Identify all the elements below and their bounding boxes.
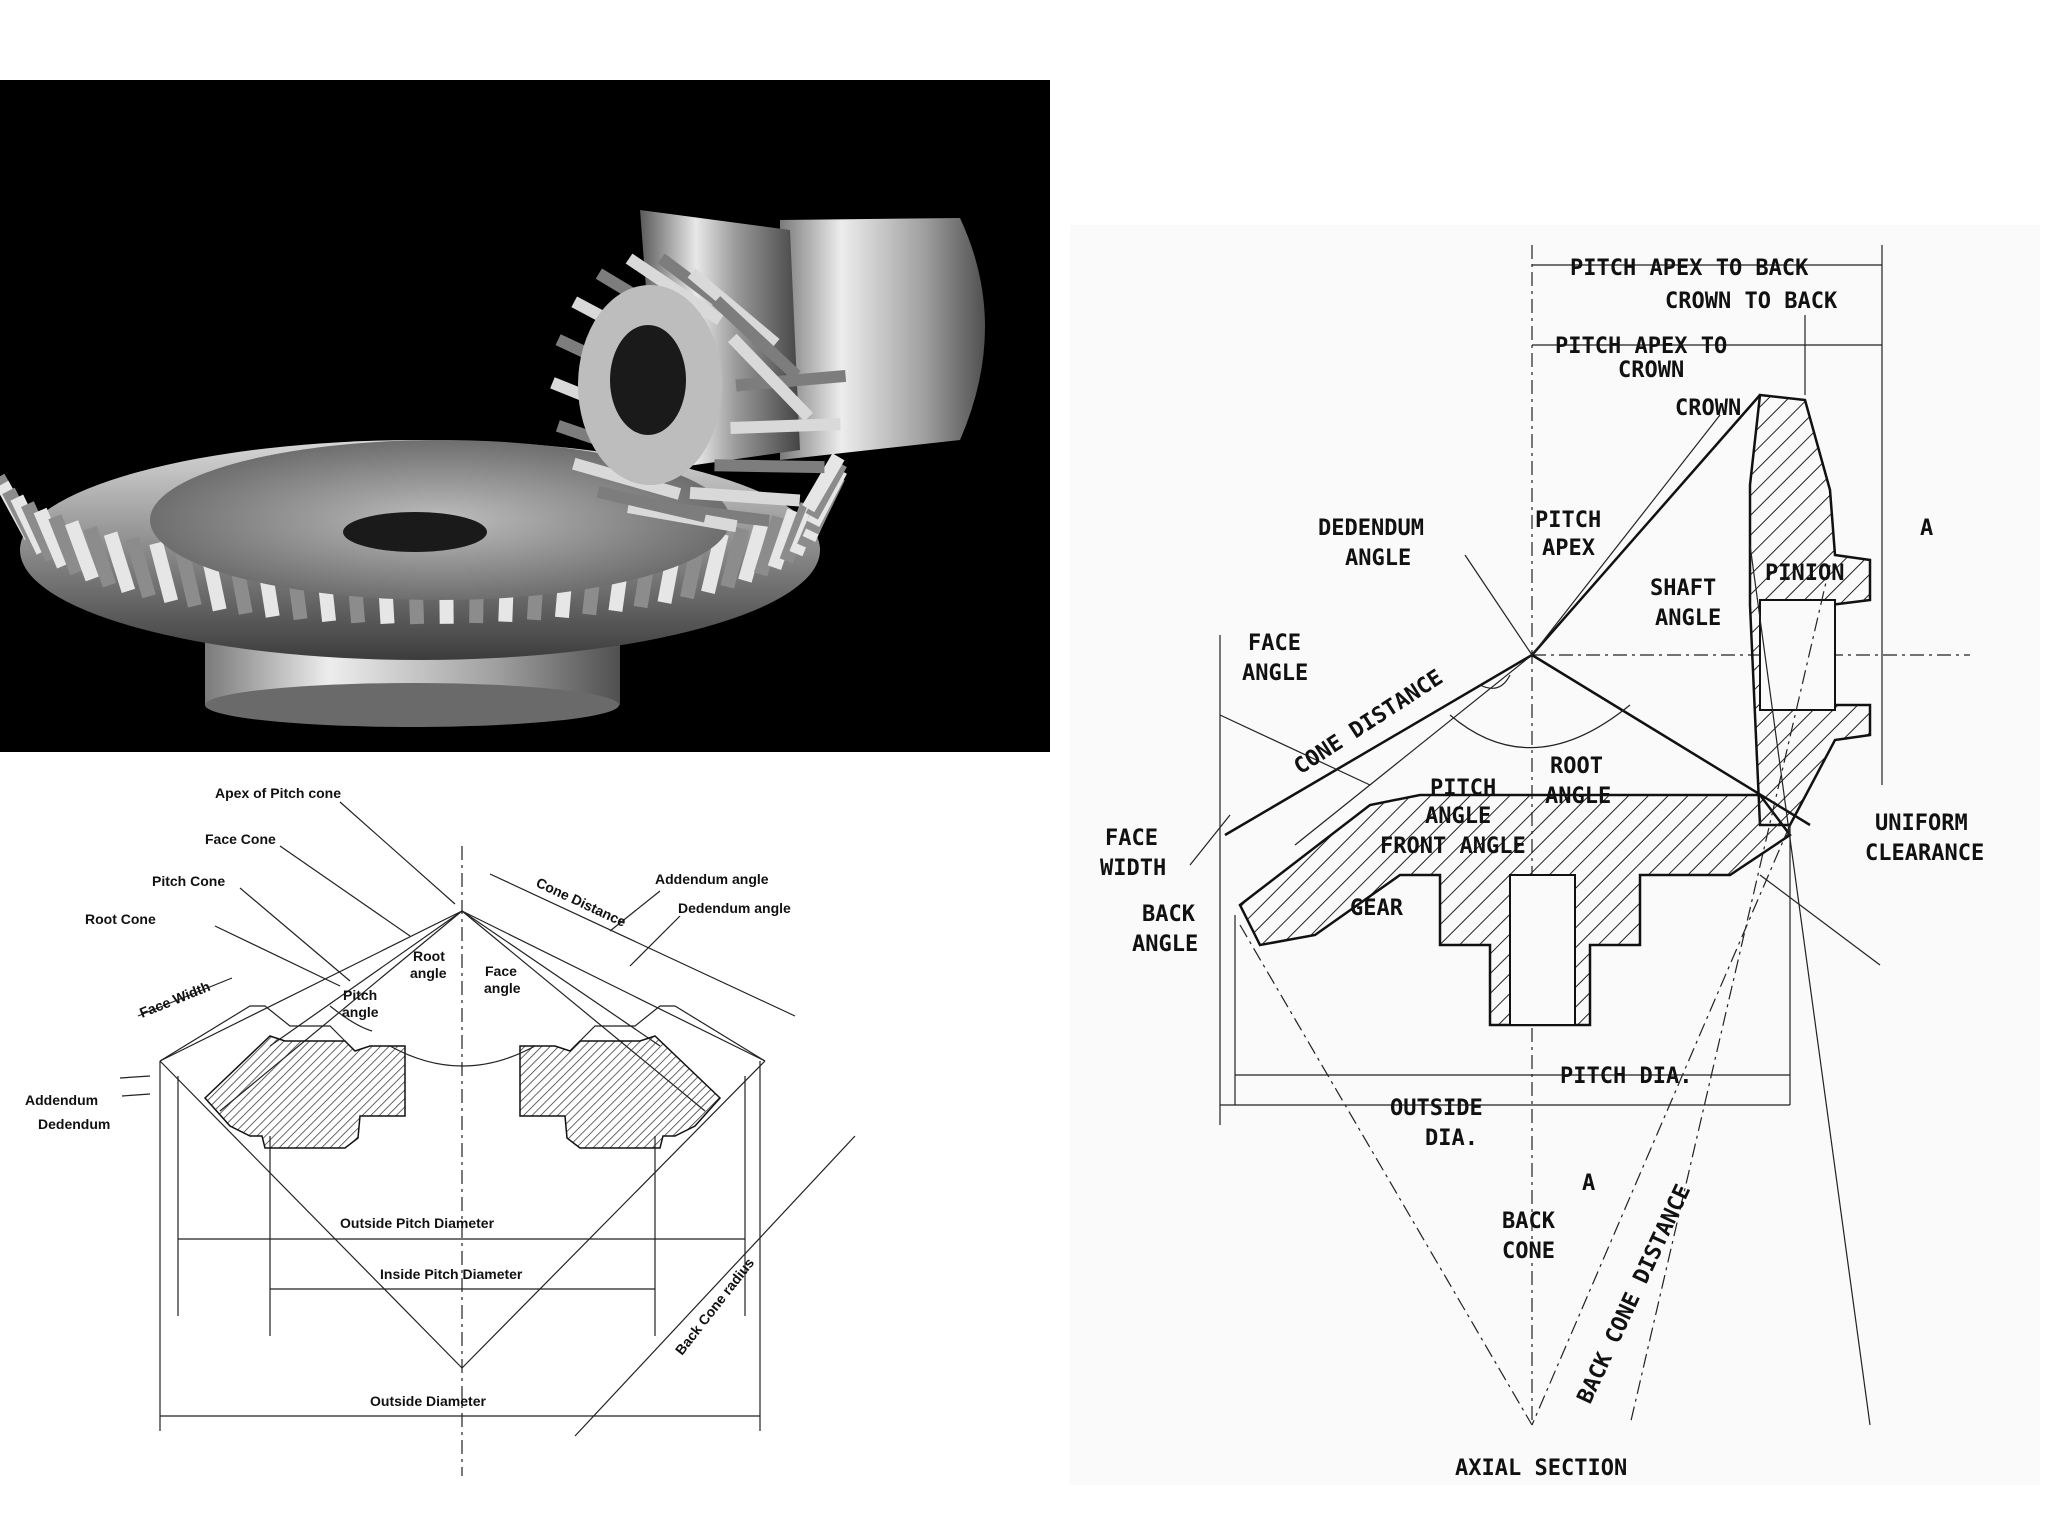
label-pitch-apex-to-crown-line2: CROWN (1618, 358, 1684, 383)
gear-tooth (83, 526, 117, 588)
label-addendum-angle: Addendum angle (655, 871, 769, 887)
label-face-width-line2: WIDTH (1100, 856, 1166, 881)
gear-tooth (753, 515, 786, 577)
pinion-tooth (714, 459, 825, 474)
pinion-tooth (596, 486, 707, 523)
axial-section-svg: PITCH APEX TO BACK CROWN TO BACK PITCH A… (1100, 245, 1984, 1481)
label-front-angle: FRONT ANGLE (1380, 834, 1526, 859)
label-pitch-apex-line2: APEX (1542, 536, 1595, 561)
bevel-gear-nomenclature-diagram: Apex of Pitch cone Face Cone Pitch Cone … (0, 756, 900, 1536)
label-pitch-dia: PITCH DIA. (1560, 1064, 1692, 1089)
label-pitch-angle-line2: ANGLE (1425, 804, 1491, 829)
gear-section-right (519, 1035, 722, 1149)
gear-tooth (720, 526, 750, 589)
pinion-bore (610, 325, 686, 435)
label-pinion: PINION (1765, 561, 1844, 586)
label-outside-diameter: Outside Diameter (370, 1393, 486, 1409)
pinion-tooth (711, 296, 801, 380)
label-apex-of-pitch-cone: Apex of Pitch cone (215, 785, 341, 801)
gear-tooth (738, 521, 769, 583)
label-dedendum-angle-line2: ANGLE (1345, 546, 1411, 571)
label-root-angle-line2: angle (410, 965, 447, 981)
label-outside-pitch-diameter: Outside Pitch Diameter (340, 1215, 495, 1231)
pinion-tooth (730, 418, 841, 434)
label-back-angle-line2: ANGLE (1132, 932, 1198, 957)
gear-tooth (767, 508, 801, 570)
label-axial-section: AXIAL SECTION (1455, 1456, 1627, 1481)
pinion-tooth (687, 268, 780, 349)
label-crown-to-back: CROWN TO BACK (1665, 289, 1838, 314)
label-a-bottom: A (1582, 1171, 1595, 1196)
gear-tooth (33, 507, 71, 569)
label-shaft-angle-line1: SHAFT (1650, 576, 1716, 601)
label-outside-dia-line2: DIA. (1425, 1126, 1478, 1151)
label-inside-pitch-diameter: Inside Pitch Diameter (380, 1266, 523, 1282)
label-dedendum-angle-line1: DEDENDUM (1318, 516, 1424, 541)
bevel-gear-nomenclature-svg: Apex of Pitch cone Face Cone Pitch Cone … (25, 785, 856, 1476)
label-pitch-apex-to-crown-line1: PITCH APEX TO (1555, 334, 1727, 359)
label-outside-dia-line1: OUTSIDE (1390, 1096, 1483, 1121)
label-face-width-line1: FACE (1105, 826, 1158, 851)
bevel-gear-illustration (0, 210, 985, 727)
label-face-angle-line2: ANGLE (1242, 661, 1308, 686)
label-back-cone-line1: BACK (1502, 1209, 1556, 1234)
label-back-cone-line2: CONE (1502, 1239, 1555, 1264)
gear-tooth (149, 541, 179, 604)
label-pitch-cone: Pitch Cone (152, 873, 225, 889)
label-face-angle-line2: angle (484, 980, 521, 996)
label-pitch-angle-line1: PITCH (1430, 776, 1496, 801)
label-pitch-angle-line2: angle (342, 1004, 379, 1020)
label-dedendum-angle: Dedendum angle (678, 900, 791, 916)
label-root-angle-line1: ROOT (1550, 754, 1603, 779)
label-face-angle-line1: Face (485, 963, 517, 979)
label-back-cone-distance: BACK CONE DISTANCE (1573, 1181, 1696, 1408)
pinion-tooth (625, 253, 724, 326)
gear-tooth (174, 545, 202, 608)
bevel-gear-axial-section-diagram: PITCH APEX TO BACK CROWN TO BACK PITCH A… (1070, 225, 2040, 1485)
label-addendum: Addendum (25, 1092, 98, 1108)
label-uniform-clearance-line1: UNIFORM (1875, 811, 1968, 836)
label-crown: CROWN (1675, 396, 1741, 421)
pinion-tooth (689, 486, 801, 507)
label-back-angle-line1: BACK (1142, 902, 1196, 927)
label-uniform-clearance-line2: CLEARANCE (1865, 841, 1984, 866)
pinion-shaft (780, 218, 985, 460)
pinion-tooth (727, 333, 814, 422)
label-root-angle-line2: ANGLE (1545, 784, 1611, 809)
label-pitch-angle-line1: Pitch (343, 987, 377, 1003)
label-root-cone: Root Cone (85, 911, 156, 927)
pinion-tooth (735, 369, 847, 392)
bevel-gear-photo (0, 80, 1050, 752)
label-cone-distance: Cone Distance (534, 874, 629, 930)
label-pitch-apex-line1: PITCH (1535, 508, 1601, 533)
label-face-angle-line1: FACE (1248, 631, 1301, 656)
gear-tooth (48, 514, 84, 576)
large-gear-bore (343, 512, 487, 552)
label-a-top: A (1920, 516, 1933, 541)
gear-tooth (701, 532, 729, 595)
label-shaft-angle-line2: ANGLE (1655, 606, 1721, 631)
label-root-angle-line1: Root (413, 948, 445, 964)
label-gear: GEAR (1350, 896, 1404, 921)
label-dedendum: Dedendum (38, 1116, 110, 1132)
gear-section-left (203, 1035, 406, 1149)
label-face-cone: Face Cone (205, 831, 276, 847)
label-face-width: Face Width (137, 978, 212, 1021)
label-pitch-apex-to-back: PITCH APEX TO BACK (1570, 256, 1809, 281)
gear-tooth (802, 453, 845, 513)
gear-tooth (103, 531, 136, 593)
label-cone-distance: CONE DISTANCE (1290, 665, 1448, 780)
gear-tooth (64, 520, 99, 582)
gear-tooth (125, 536, 156, 599)
